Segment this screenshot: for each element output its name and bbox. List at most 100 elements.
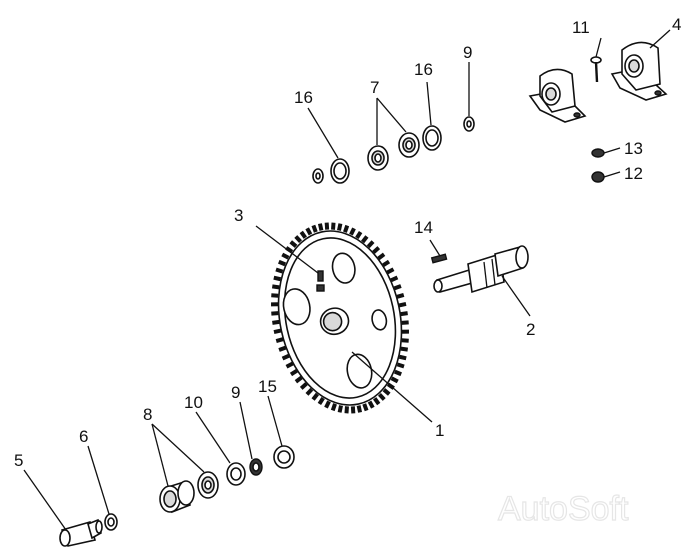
callout-11: 11	[572, 18, 590, 37]
leader-lines	[23, 29, 671, 531]
gear-tooth	[273, 328, 282, 334]
pin-part-5	[59, 518, 103, 547]
gear-part-1	[271, 222, 409, 414]
gear-tooth	[398, 302, 407, 308]
gear-tooth	[377, 393, 386, 401]
gear-tooth	[289, 240, 298, 248]
callout-labels: 3 14 2 1 11 4 13 12 16 7 16 9 5 6 8 10 9…	[14, 15, 681, 470]
gear-tooth	[285, 361, 294, 369]
callout-9-lower: 9	[231, 383, 240, 402]
gear-tooth	[362, 403, 369, 412]
gear-tooth	[317, 223, 324, 231]
gear-tooth	[401, 320, 409, 325]
gear-tooth	[289, 369, 298, 377]
gear-tooth	[382, 259, 391, 267]
washer-part-9-upper	[463, 116, 475, 132]
gear-tooth	[390, 376, 399, 384]
bearing-housing-part-4b	[610, 41, 668, 101]
callout-3: 3	[234, 206, 243, 225]
gear-tooth	[278, 259, 287, 267]
gear-tooth	[317, 396, 325, 406]
gear-tooth	[305, 227, 313, 236]
gear-tooth	[398, 354, 407, 361]
gear-tooth	[343, 224, 350, 233]
gear-tooth	[361, 235, 369, 244]
gear-tooth	[367, 400, 375, 409]
callout-14: 14	[414, 218, 433, 237]
key-part-14	[430, 253, 448, 264]
gear-tooth	[330, 403, 337, 412]
gear-tooth	[390, 275, 399, 283]
gear-hole	[331, 252, 356, 284]
gear-tooth	[299, 230, 307, 239]
callout-13: 13	[624, 139, 643, 158]
gear-tooth	[272, 319, 280, 325]
gear-tooth	[271, 284, 280, 290]
callout-12: 12	[624, 164, 643, 183]
bolt-part-11	[590, 56, 602, 83]
gear-tooth	[271, 293, 279, 298]
callout-9-upper: 9	[463, 43, 472, 62]
gear-tooth	[366, 240, 375, 249]
gear-tooth	[281, 353, 290, 361]
gear-tooth	[393, 369, 402, 377]
gear-tooth	[273, 275, 282, 282]
gear-tooth	[356, 405, 363, 413]
gear-tooth	[294, 235, 303, 243]
washer-part-9-lower	[249, 458, 263, 476]
callout-5: 5	[14, 451, 23, 470]
gear-tooth	[311, 224, 318, 233]
gear-tooth	[331, 222, 336, 230]
callout-4: 4	[672, 15, 681, 34]
gear-tooth	[337, 223, 343, 231]
gear-teeth	[271, 222, 409, 414]
gear-tooth	[294, 375, 303, 384]
gear-tooth	[377, 252, 386, 261]
gear-tooth	[311, 392, 319, 401]
washer-part-15	[273, 445, 295, 469]
callout-16-right: 16	[414, 60, 433, 79]
callout-1: 1	[435, 421, 444, 440]
gear-tooth	[400, 311, 408, 317]
gear-tooth	[275, 267, 284, 274]
gear-tooth	[349, 227, 356, 236]
gear-tooth	[373, 397, 381, 406]
gear-tooth	[271, 302, 279, 307]
gear-tooth	[285, 246, 294, 254]
callout-7: 7	[370, 78, 379, 97]
gear-tooth	[271, 311, 279, 316]
nut-part-12	[591, 171, 605, 183]
gear-tooth	[275, 337, 284, 344]
gear-tooth	[278, 345, 287, 352]
bearing-part-7-left	[367, 145, 389, 171]
gear-tooth	[400, 346, 409, 352]
gear-tooth	[324, 222, 330, 230]
gear-tooth	[337, 405, 343, 413]
gear-hole	[282, 288, 311, 326]
ring-part-10	[226, 462, 246, 486]
gear-tooth	[344, 406, 349, 414]
gear-tooth	[372, 246, 381, 254]
screw-part-3	[316, 270, 325, 292]
washer-part-6	[104, 513, 118, 531]
circlip-part-16-right	[422, 125, 442, 151]
gear-tooth	[305, 387, 314, 396]
gear-hole	[371, 309, 388, 331]
gear-tooth	[396, 292, 405, 299]
gear-tooth	[382, 388, 391, 396]
gear-tooth	[299, 382, 308, 390]
bushing-part-8-right	[197, 471, 219, 499]
callout-16-left: 16	[294, 88, 313, 107]
gear-tooth	[355, 230, 363, 240]
gear-tooth	[396, 362, 405, 369]
gear-tooth	[386, 267, 395, 275]
gear-tooth	[281, 252, 290, 260]
callout-15: 15	[258, 377, 277, 396]
callout-6: 6	[79, 427, 88, 446]
callout-10: 10	[184, 393, 203, 412]
gear-tooth	[324, 400, 331, 409]
gear-tooth	[401, 329, 409, 334]
callout-8: 8	[143, 405, 152, 424]
gear-tooth	[401, 338, 409, 343]
